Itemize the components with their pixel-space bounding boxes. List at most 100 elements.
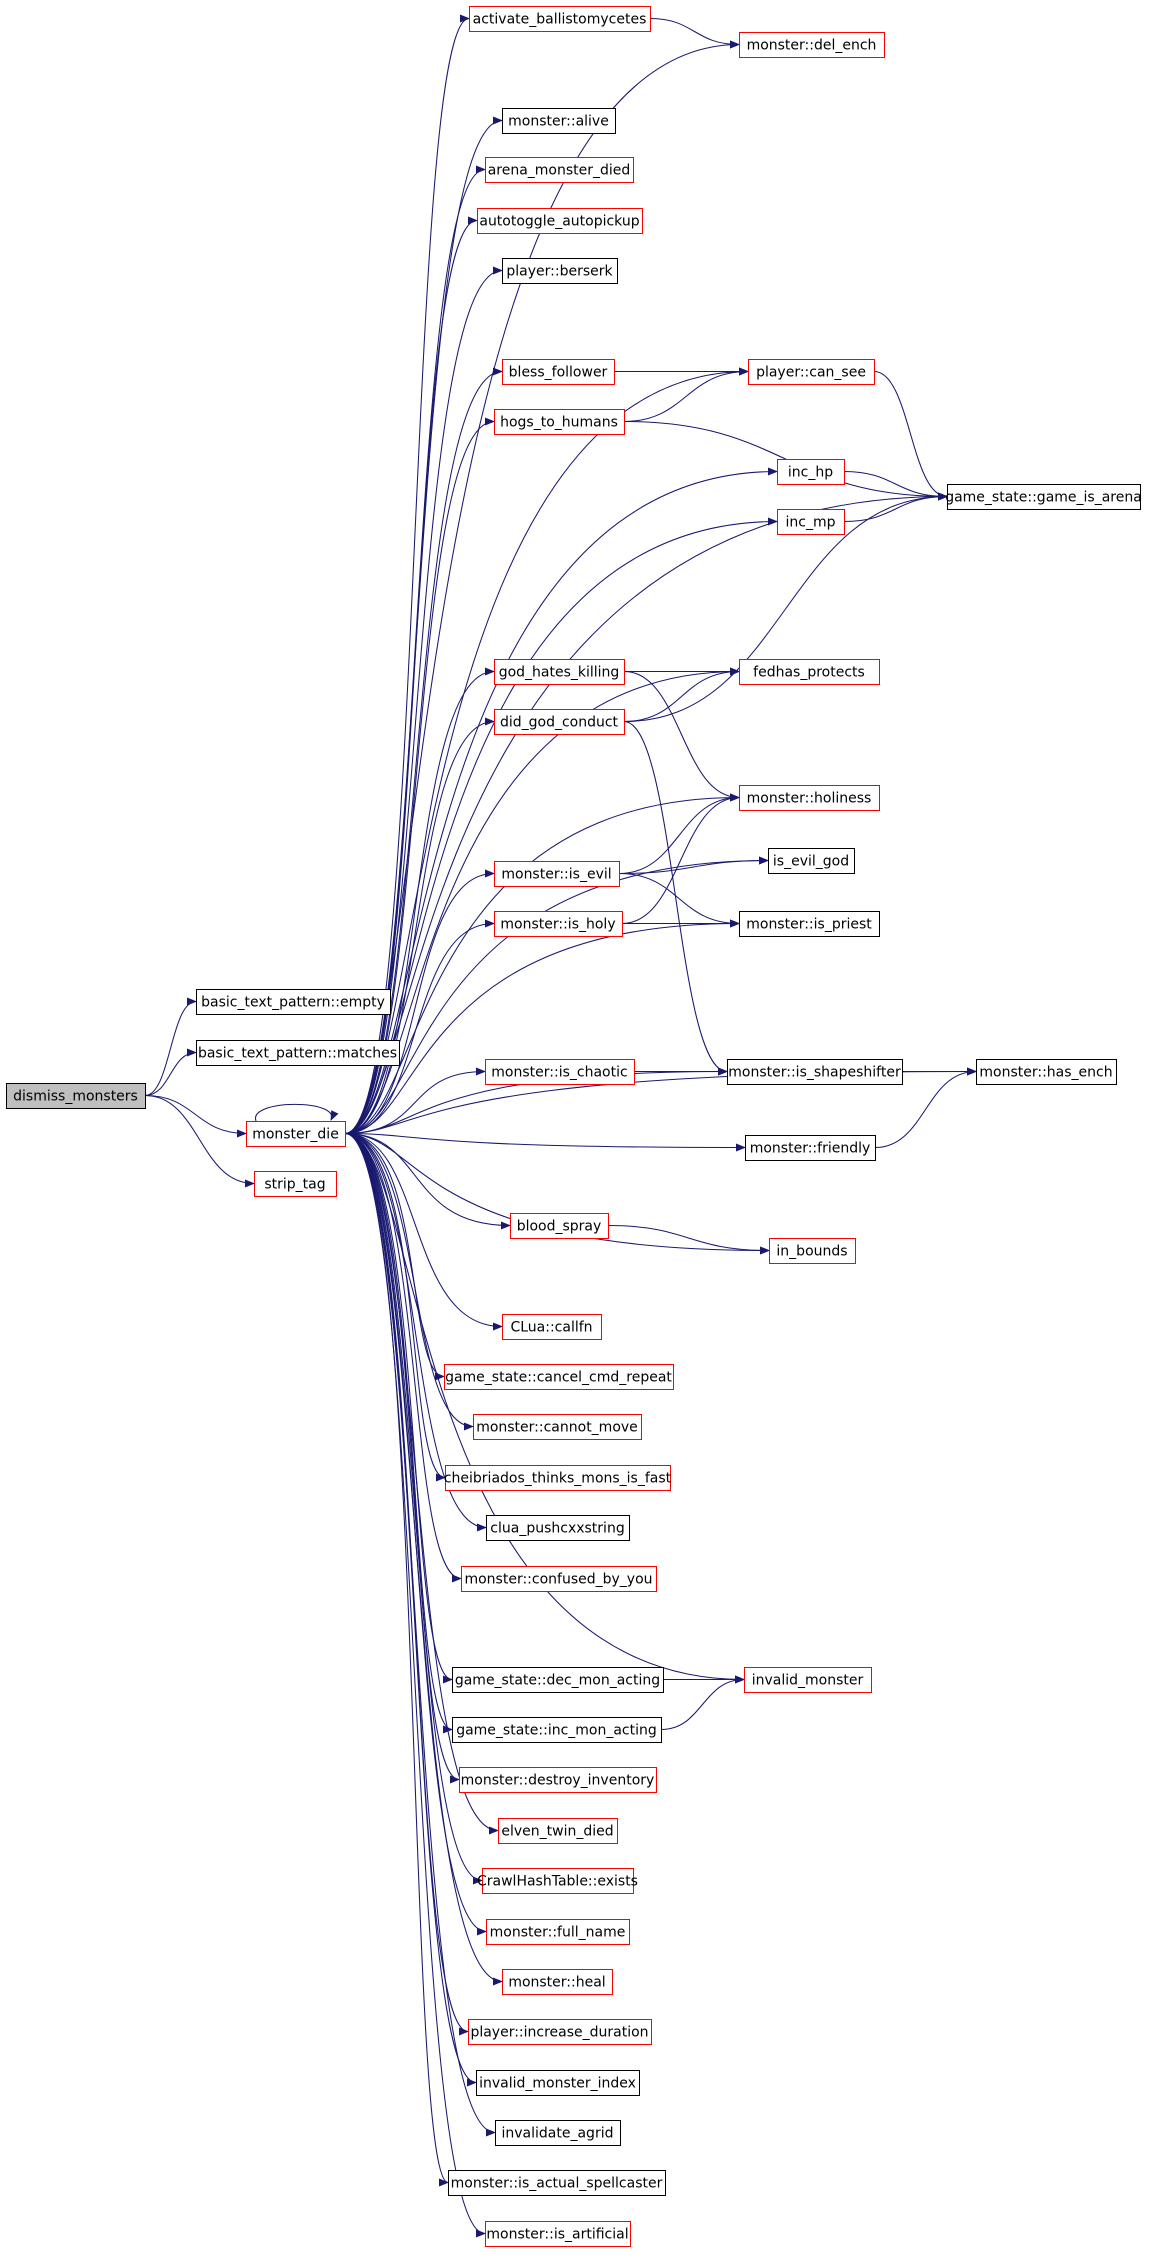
node-can_see[interactable]: player::can_see xyxy=(748,359,875,385)
node-box-is_holy[interactable] xyxy=(494,911,623,937)
node-is_evil[interactable]: monster::is_evil xyxy=(494,861,620,887)
node-arena_monster_died[interactable]: arena_monster_died xyxy=(485,157,634,183)
node-holiness[interactable]: monster::holiness xyxy=(739,785,880,811)
node-is_shapeshifter[interactable]: monster::is_shapeshifter xyxy=(727,1059,903,1085)
node-box-bless_follower[interactable] xyxy=(502,359,615,385)
node-hash_exists[interactable]: CrawlHashTable::exists xyxy=(477,1868,638,1894)
node-did_god_conduct[interactable]: did_god_conduct xyxy=(494,709,625,735)
node-hogs_to_humans[interactable]: hogs_to_humans xyxy=(494,409,625,435)
node-invalidate_agrid[interactable]: invalidate_agrid xyxy=(495,2120,621,2146)
node-friendly[interactable]: monster::friendly xyxy=(745,1135,876,1161)
node-box-dismiss_monsters[interactable] xyxy=(6,1083,146,1109)
node-box-elven_twin_died[interactable] xyxy=(498,1818,618,1844)
node-destroy_inventory[interactable]: monster::destroy_inventory xyxy=(459,1767,657,1793)
node-is_holy[interactable]: monster::is_holy xyxy=(494,911,623,937)
node-clua_pushcxxstring[interactable]: clua_pushcxxstring xyxy=(486,1515,630,1541)
node-box-cancel_cmd_repeat[interactable] xyxy=(444,1364,674,1390)
node-god_hates_killing[interactable]: god_hates_killing xyxy=(494,659,625,685)
node-box-dec_mon_acting[interactable] xyxy=(452,1667,664,1693)
node-box-alive[interactable] xyxy=(502,108,616,134)
node-box-invalid_monster[interactable] xyxy=(744,1667,872,1693)
node-blood_spray[interactable]: blood_spray xyxy=(510,1213,609,1239)
node-box-del_ench[interactable] xyxy=(739,32,885,58)
node-cheibriados[interactable]: cheibriados_thinks_mons_is_fast xyxy=(444,1465,672,1491)
node-box-increase_duration[interactable] xyxy=(468,2019,652,2045)
node-fedhas_protects[interactable]: fedhas_protects xyxy=(739,659,880,685)
node-btp_empty[interactable]: basic_text_pattern::empty xyxy=(196,989,391,1015)
node-inc_hp[interactable]: inc_hp xyxy=(777,459,845,485)
node-box-inc_mon_acting[interactable] xyxy=(452,1717,662,1743)
node-box-hogs_to_humans[interactable] xyxy=(494,409,625,435)
node-box-is_evil[interactable] xyxy=(494,861,620,887)
node-inc_mon_acting[interactable]: game_state::inc_mon_acting xyxy=(452,1717,662,1743)
node-bless_follower[interactable]: bless_follower xyxy=(502,359,615,385)
node-box-btp_matches[interactable] xyxy=(196,1040,400,1066)
node-box-is_chaotic[interactable] xyxy=(485,1059,635,1085)
node-autotoggle_autopickup[interactable]: autotoggle_autopickup xyxy=(477,208,643,234)
node-box-arena_monster_died[interactable] xyxy=(485,157,634,183)
node-invalid_monster[interactable]: invalid_monster xyxy=(744,1667,872,1693)
node-box-strip_tag[interactable] xyxy=(254,1171,337,1197)
node-full_name[interactable]: monster::full_name xyxy=(486,1919,630,1945)
node-heal[interactable]: monster::heal xyxy=(502,1969,613,1995)
node-in_bounds[interactable]: in_bounds xyxy=(769,1238,856,1264)
node-box-clua_pushcxxstring[interactable] xyxy=(486,1515,630,1541)
node-box-game_is_arena[interactable] xyxy=(947,484,1141,510)
node-monster_die[interactable]: monster_die xyxy=(246,1121,346,1147)
node-dec_mon_acting[interactable]: game_state::dec_mon_acting xyxy=(452,1667,664,1693)
node-box-did_god_conduct[interactable] xyxy=(494,709,625,735)
node-is_priest[interactable]: monster::is_priest xyxy=(739,911,880,937)
node-berserk[interactable]: player::berserk xyxy=(502,258,618,284)
node-alive[interactable]: monster::alive xyxy=(502,108,616,134)
node-box-destroy_inventory[interactable] xyxy=(459,1767,657,1793)
node-box-fedhas_protects[interactable] xyxy=(739,659,880,685)
node-box-inc_hp[interactable] xyxy=(777,459,845,485)
node-box-is_evil_god[interactable] xyxy=(768,848,855,874)
node-cannot_move[interactable]: monster::cannot_move xyxy=(473,1414,642,1440)
node-box-in_bounds[interactable] xyxy=(769,1238,856,1264)
node-box-autotoggle_autopickup[interactable] xyxy=(477,208,643,234)
node-is_evil_god[interactable]: is_evil_god xyxy=(768,848,855,874)
node-callfn[interactable]: CLua::callfn xyxy=(502,1314,602,1340)
node-box-is_artificial[interactable] xyxy=(485,2221,631,2247)
node-inc_mp[interactable]: inc_mp xyxy=(777,509,845,535)
node-box-activate_ballistomycetes[interactable] xyxy=(469,6,651,32)
node-box-heal[interactable] xyxy=(502,1969,613,1995)
node-box-callfn[interactable] xyxy=(502,1314,602,1340)
node-box-berserk[interactable] xyxy=(502,258,618,284)
node-del_ench[interactable]: monster::del_ench xyxy=(739,32,885,58)
node-cancel_cmd_repeat[interactable]: game_state::cancel_cmd_repeat xyxy=(444,1364,674,1390)
node-box-invalid_monster_index[interactable] xyxy=(476,2070,640,2096)
node-box-invalidate_agrid[interactable] xyxy=(495,2120,621,2146)
node-box-btp_empty[interactable] xyxy=(196,989,391,1015)
node-btp_matches[interactable]: basic_text_pattern::matches xyxy=(196,1040,400,1066)
node-game_is_arena[interactable]: game_state::game_is_arena xyxy=(945,484,1142,510)
node-box-blood_spray[interactable] xyxy=(510,1213,609,1239)
node-dismiss_monsters[interactable]: dismiss_monsters xyxy=(6,1083,146,1109)
node-box-has_ench[interactable] xyxy=(976,1059,1117,1085)
node-box-god_hates_killing[interactable] xyxy=(494,659,625,685)
node-is_chaotic[interactable]: monster::is_chaotic xyxy=(485,1059,635,1085)
node-box-cannot_move[interactable] xyxy=(473,1414,642,1440)
node-box-inc_mp[interactable] xyxy=(777,509,845,535)
node-box-friendly[interactable] xyxy=(745,1135,876,1161)
node-is_artificial[interactable]: monster::is_artificial xyxy=(485,2221,631,2247)
node-box-is_actual_spellcaster[interactable] xyxy=(448,2170,666,2196)
node-box-hash_exists[interactable] xyxy=(482,1868,634,1894)
node-invalid_monster_index[interactable]: invalid_monster_index xyxy=(476,2070,640,2096)
node-elven_twin_died[interactable]: elven_twin_died xyxy=(498,1818,618,1844)
node-box-confused_by_you[interactable] xyxy=(461,1566,657,1592)
node-box-can_see[interactable] xyxy=(748,359,875,385)
node-is_actual_spellcaster[interactable]: monster::is_actual_spellcaster xyxy=(448,2170,666,2196)
node-box-holiness[interactable] xyxy=(739,785,880,811)
node-box-cheibriados[interactable] xyxy=(445,1465,671,1491)
node-activate_ballistomycetes[interactable]: activate_ballistomycetes xyxy=(469,6,651,32)
node-strip_tag[interactable]: strip_tag xyxy=(254,1171,337,1197)
node-has_ench[interactable]: monster::has_ench xyxy=(976,1059,1117,1085)
node-confused_by_you[interactable]: monster::confused_by_you xyxy=(461,1566,657,1592)
node-box-is_shapeshifter[interactable] xyxy=(727,1059,903,1085)
node-box-full_name[interactable] xyxy=(486,1919,630,1945)
node-box-monster_die[interactable] xyxy=(246,1121,346,1147)
node-increase_duration[interactable]: player::increase_duration xyxy=(468,2019,652,2045)
node-box-is_priest[interactable] xyxy=(739,911,880,937)
